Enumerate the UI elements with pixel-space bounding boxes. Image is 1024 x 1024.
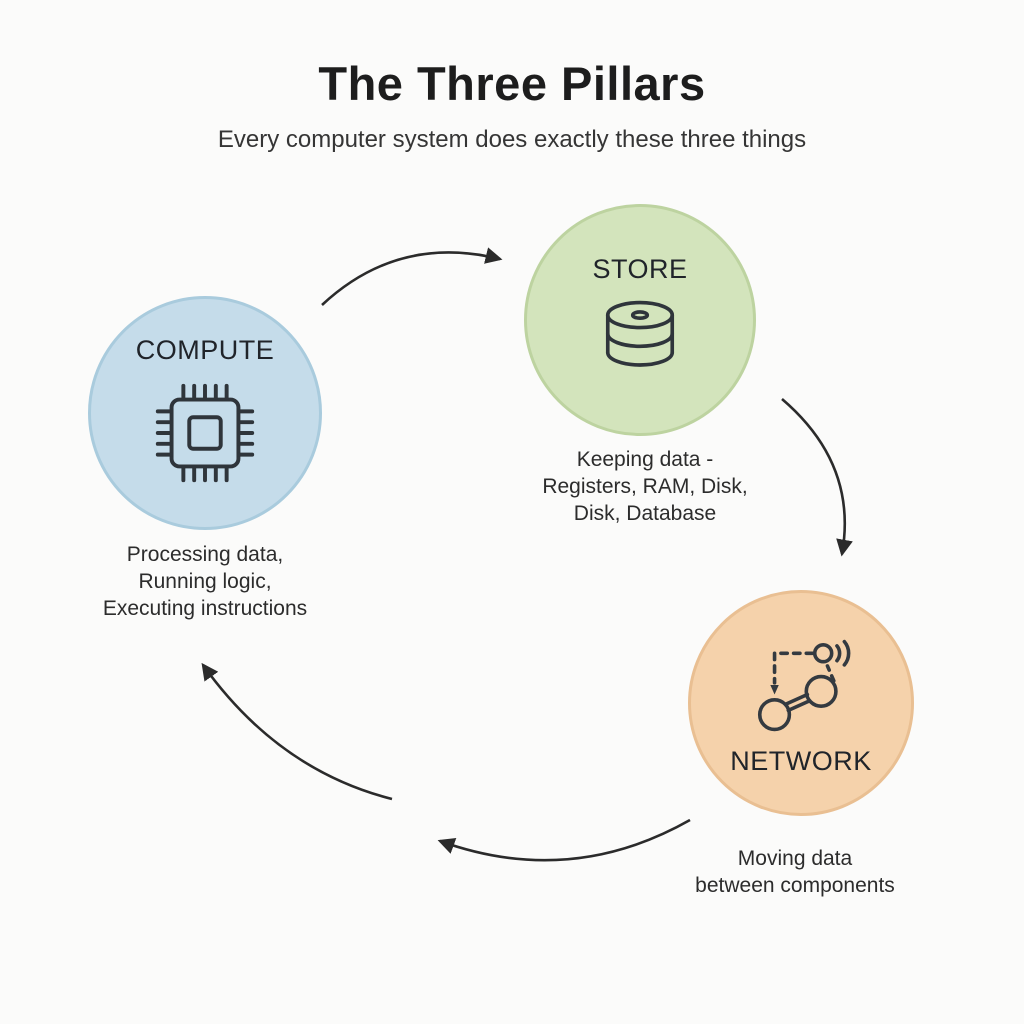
arrow-compute-to-store: [321, 247, 503, 306]
compute-description: Processing data, Running logic, Executin…: [50, 541, 360, 622]
compute-desc-line-1: Processing data,: [126, 543, 284, 566]
compute-desc-line-2: Running logic,: [138, 570, 272, 593]
compute-label: COMPUTE: [135, 334, 275, 365]
page-subtitle: Every computer system does exactly these…: [217, 126, 807, 153]
network-label: NETWORK: [730, 745, 872, 776]
network-nodes-icon: [757, 639, 851, 731]
store-description: Keeping data - Registers, RAM, Disk, Dis…: [485, 446, 805, 527]
network-description: Moving data between components: [635, 845, 955, 899]
store-label: STORE: [592, 253, 688, 284]
store-desc-line-3: Disk, Database: [573, 502, 717, 525]
database-icon: [605, 300, 675, 367]
store-desc-line-2: Registers, RAM, Disk,: [542, 475, 748, 498]
compute-desc-line-3: Executing instructions: [102, 597, 308, 620]
page-title: The Three Pillars: [318, 57, 706, 110]
network-desc-line-1: Moving data: [737, 847, 853, 870]
network-desc-line-2: between components: [695, 874, 895, 897]
arrow-bottom-to-compute: [201, 662, 393, 801]
network-pillar-circle: NETWORK: [688, 590, 914, 816]
store-pillar-circle: STORE: [524, 204, 756, 436]
store-desc-line-1: Keeping data -: [576, 448, 714, 471]
cpu-chip-icon: [155, 383, 255, 482]
compute-pillar-circle: COMPUTE: [88, 296, 322, 530]
